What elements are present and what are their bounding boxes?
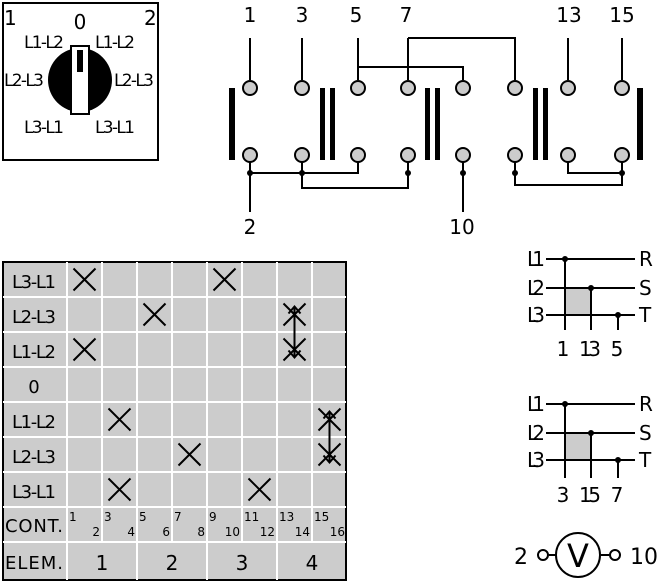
phase2-label-r: R	[639, 392, 653, 416]
contact-number: 10	[225, 525, 240, 539]
voltmeter-terminal-2: 2	[514, 545, 528, 570]
row-label: L2-L3	[12, 447, 56, 468]
position-2-label: 2	[144, 6, 157, 30]
contacts-header: CONT.	[5, 516, 63, 537]
element-number: 2	[166, 551, 179, 575]
element-number: 3	[236, 551, 249, 575]
contact-closed-mark	[72, 267, 97, 292]
contact-number: 5	[139, 510, 147, 524]
contact-number: 16	[330, 525, 345, 539]
contact-number: 2	[92, 525, 100, 539]
l3l1-left-label: L3-L1	[24, 118, 64, 138]
phase2-terminal-7: 7	[611, 483, 624, 507]
voltmeter-symbol: V	[567, 537, 589, 575]
terminal-label-5: 5	[350, 3, 363, 27]
contact-number: 7	[174, 510, 182, 524]
contact-closed-mark	[72, 337, 97, 362]
l3l1-right-label: L3-L1	[95, 118, 135, 138]
phase2-label-l2: L2	[527, 421, 545, 445]
contact-bars	[229, 88, 643, 160]
terminal-label-7: 7	[400, 3, 413, 27]
contact-number: 12	[260, 525, 275, 539]
terminal-label-15: 15	[609, 3, 634, 27]
contact-closed-mark	[247, 477, 272, 502]
terminal-label-13: 13	[556, 3, 581, 27]
contact-closed-mark	[107, 407, 132, 432]
contact-closed-mark	[107, 477, 132, 502]
phase1-terminal-5: 5	[611, 337, 624, 361]
phase2-label-l3: L3	[527, 448, 545, 472]
contact-number: 15	[314, 510, 329, 524]
contact-number: 4	[127, 525, 135, 539]
phase1-label-l1: L1	[527, 247, 545, 271]
position-0-label: 0	[74, 10, 87, 34]
phase1-label-t: T	[638, 303, 652, 327]
transition-arrow	[322, 409, 337, 465]
contact-closed-mark	[177, 442, 202, 467]
phase-diagram-2: L1 L2 L3 R S T 3 15 7	[527, 392, 653, 507]
phase-diagram-1: L1 L2 L3 R S T 1 13 5	[527, 247, 653, 361]
transition-arrow	[287, 304, 302, 360]
l1l2-left-label: L1-L2	[24, 33, 64, 53]
phase1-label-l3: L3	[527, 303, 545, 327]
terminal-label-3: 3	[296, 3, 309, 27]
contact-number: 13	[279, 510, 294, 524]
contact-number: 1	[69, 510, 77, 524]
element-number: 1	[96, 551, 109, 575]
row-label: L3-L1	[12, 272, 56, 293]
phase1-terminal-1: 1	[557, 337, 570, 361]
switch-face-panel: 1 2 0 L1-L2 L1-L2 L2-L3 L2-L3 L3-L1 L3-L…	[2, 2, 159, 161]
contact-number: 9	[209, 510, 217, 524]
l2l3-left-label: L2-L3	[4, 71, 44, 91]
position-1-label: 1	[4, 6, 17, 30]
terminal-labels: 1 3 5 7 13 15 2 10	[244, 3, 635, 239]
element-number: 4	[306, 551, 319, 575]
row-label: L1-L2	[12, 412, 56, 433]
contact-terminals	[242, 80, 630, 163]
l1l2-right-label: L1-L2	[95, 33, 135, 53]
phase2-label-s: S	[639, 421, 652, 445]
phase2-terminal-15: 15	[579, 483, 601, 507]
contact-number: 6	[162, 525, 170, 539]
terminal-label-10: 10	[449, 215, 474, 239]
phase2-terminal-3: 3	[557, 483, 570, 507]
phase2-label-t: T	[638, 448, 652, 472]
contact-number: 8	[197, 525, 205, 539]
rotary-knob-icon	[48, 45, 112, 115]
row-label: L2-L3	[12, 307, 56, 328]
l2l3-right-label: L2-L3	[114, 71, 154, 91]
phase1-terminal-13: 13	[579, 337, 601, 361]
phase2-label-l1: L1	[527, 392, 545, 416]
contact-number: 14	[295, 525, 310, 539]
row-label: L1-L2	[12, 342, 56, 363]
terminal-label-2: 2	[244, 215, 257, 239]
contact-number: 11	[244, 510, 259, 524]
junction-dots	[247, 170, 625, 176]
row-label: 0	[28, 377, 39, 398]
phase1-label-s: S	[639, 276, 652, 300]
contact-closed-mark	[212, 267, 237, 292]
voltmeter: V 2 10	[514, 532, 658, 578]
elements-header: ELEM.	[5, 553, 63, 574]
terminal-label-1: 1	[244, 3, 257, 27]
voltmeter-terminal-10: 10	[630, 545, 658, 570]
row-label: L3-L1	[12, 482, 56, 503]
contact-closed-mark	[142, 302, 167, 327]
contact-number: 3	[104, 510, 112, 524]
phase1-label-r: R	[639, 247, 653, 271]
phase1-label-l2: L2	[527, 276, 545, 300]
